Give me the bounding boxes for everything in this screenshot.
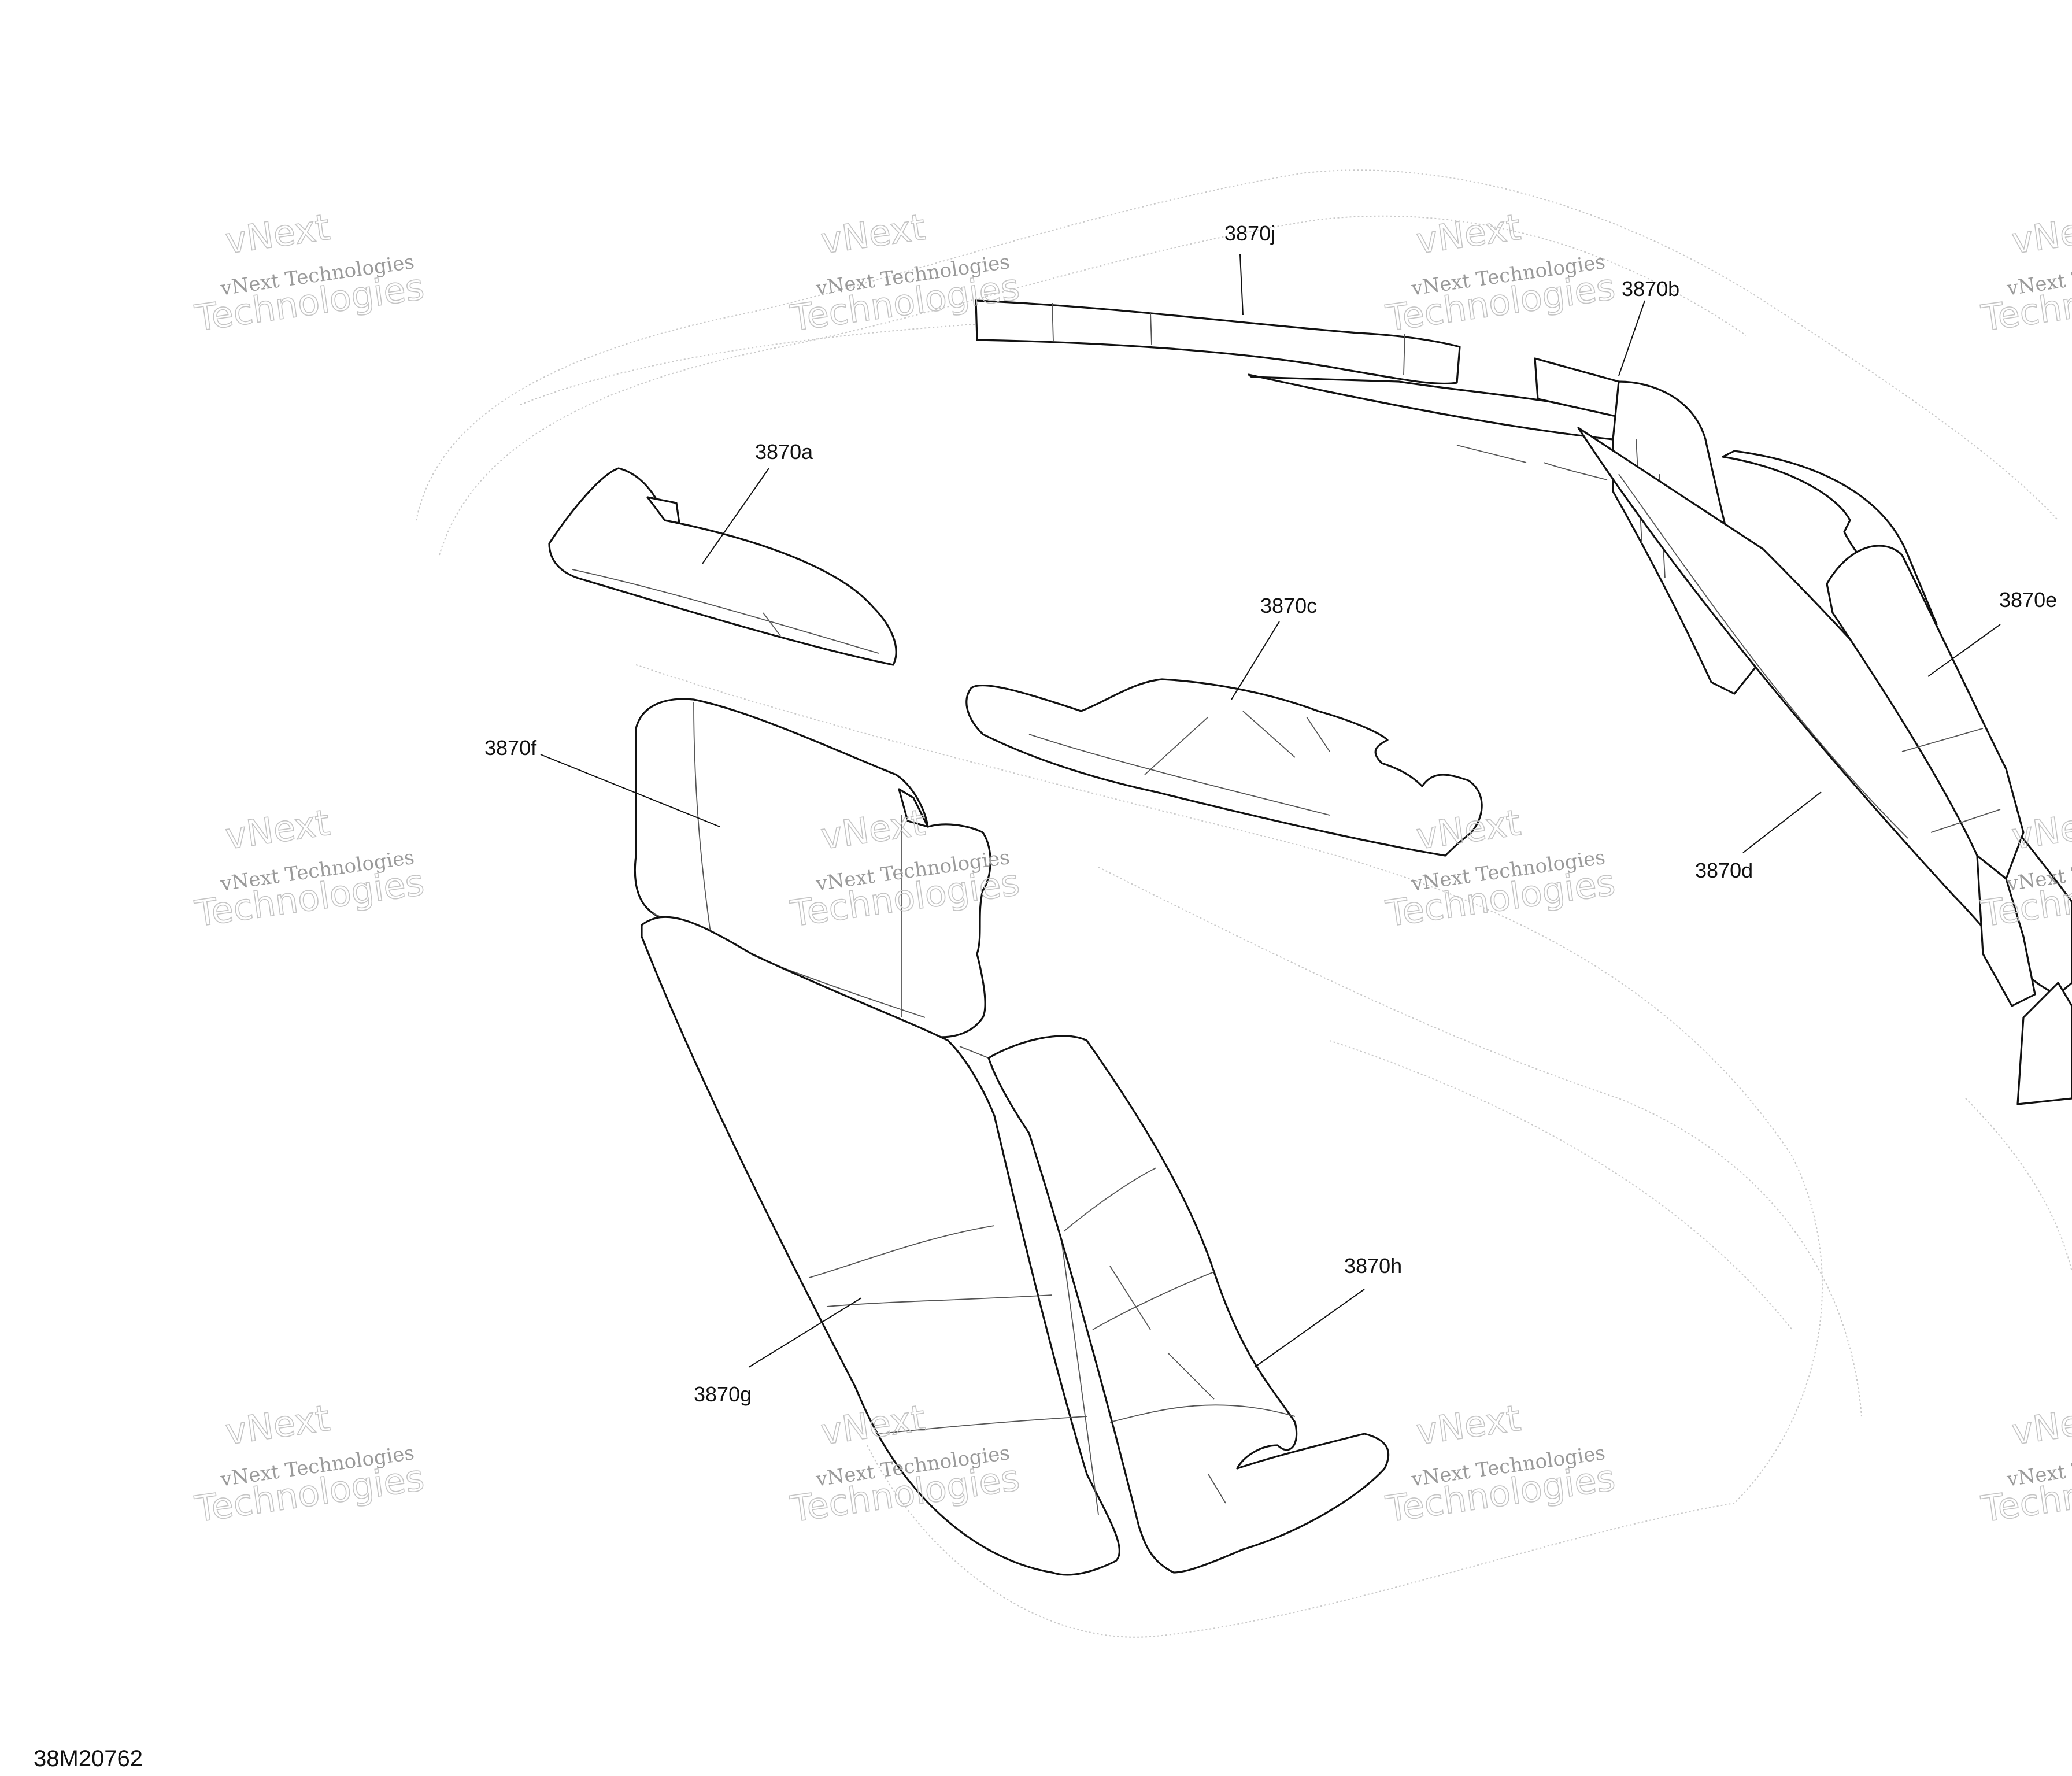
watermark-vnext: vNext [1414, 1397, 1523, 1453]
callout-3870h: 3870h [1344, 1254, 1402, 1278]
watermark-vnext: vNext [223, 206, 332, 262]
leader-3870a [702, 468, 769, 564]
leader-3870c [1231, 621, 1280, 700]
document-number: 38M20762 [34, 1746, 143, 1771]
watermark: vNext vNext Technologies Technologies [1383, 1396, 1618, 1531]
callout-3870e: 3870e [1999, 588, 2057, 612]
callout-3870g: 3870g [694, 1382, 752, 1406]
leader-3870e [1927, 624, 2001, 677]
part-3870c [965, 678, 1483, 857]
callout-3870b: 3870b [1622, 277, 1679, 301]
part-3870a [548, 467, 897, 666]
callout-3870c: 3870c [1260, 594, 1317, 617]
part-3870j [975, 299, 1461, 385]
callout-labels: 3870j 3870b 3870a 3870c 3870e 3870f 3870… [484, 221, 2057, 1406]
leader-3870g [748, 1297, 862, 1368]
leader-3870f [540, 754, 720, 827]
watermark: vNext vNext Technologies Technologies [192, 205, 427, 340]
watermark: vNext vNext Technologies Technologies [1978, 205, 2072, 340]
watermark: vNext vNext Technologies Technologies [192, 801, 427, 935]
watermark: vNext vNext Technologies Technologies [1978, 801, 2072, 935]
watermark-vnext: vNext [2009, 801, 2072, 857]
watermark-vnext: vNext [223, 801, 332, 857]
watermark: vNext vNext Technologies Technologies [1978, 1396, 2072, 1531]
callout-3870j: 3870j [1224, 221, 1275, 245]
watermark: vNext vNext Technologies Technologies [192, 1396, 427, 1531]
background-body-outline [416, 169, 2072, 1638]
watermark-vnext: vNext [818, 206, 928, 262]
watermark: vNext vNext Technologies Technologies [1383, 205, 1618, 340]
watermark-vnext: vNext [223, 1397, 332, 1453]
leader-3870b [1618, 300, 1645, 376]
watermark-vnext: vNext [2009, 1397, 2072, 1453]
part-3870h [987, 1035, 1390, 1574]
part-3870e [1722, 450, 2072, 1105]
callout-3870d: 3870d [1695, 859, 1753, 882]
watermark-vnext: vNext [1414, 206, 1523, 262]
leader-3870d [1742, 791, 1822, 853]
leader-3870j [1240, 254, 1244, 316]
watermark-vnext: vNext [2009, 206, 2072, 262]
leader-3870h [1254, 1289, 1365, 1368]
callout-3870a: 3870a [755, 440, 813, 464]
leader-lines [540, 254, 2001, 1368]
callout-3870f: 3870f [484, 736, 537, 760]
